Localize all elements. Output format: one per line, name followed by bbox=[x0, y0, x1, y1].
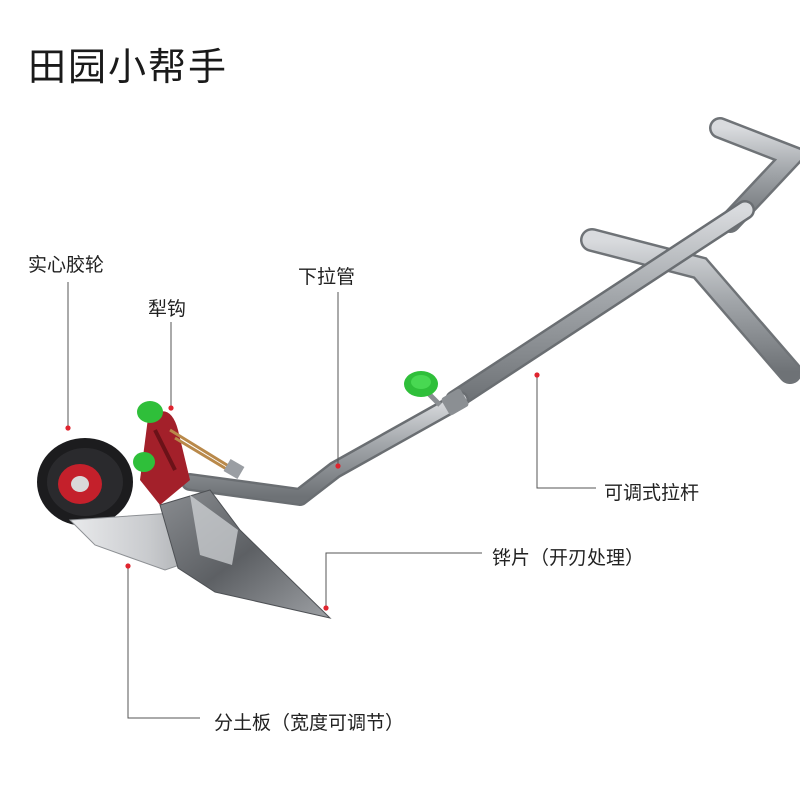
pull-pipe bbox=[181, 391, 469, 506]
label-plow-blade: 铧片（开刃处理） bbox=[492, 547, 645, 569]
plow-hook-bracket bbox=[133, 401, 245, 505]
label-solid-rubber-wheel: 实心胶轮 bbox=[28, 254, 105, 276]
label-pull-pipe: 下拉管 bbox=[298, 266, 356, 288]
pipe-knob bbox=[404, 371, 442, 407]
pipe-sleeve bbox=[441, 388, 469, 416]
label-adjustable-rod: 可调式拉杆 bbox=[604, 482, 700, 504]
adjustable-rod bbox=[445, 200, 755, 410]
solid-rubber-wheel bbox=[37, 438, 133, 526]
label-plow-hook: 犁钩 bbox=[148, 298, 187, 320]
callout-lines bbox=[67, 282, 596, 719]
handle-grip bbox=[580, 117, 800, 384]
callout-dots bbox=[65, 372, 540, 611]
page-title: 田园小帮手 bbox=[28, 45, 229, 89]
label-dividing-board: 分土板（宽度可调节） bbox=[214, 712, 405, 734]
plow-blade bbox=[159, 489, 332, 619]
